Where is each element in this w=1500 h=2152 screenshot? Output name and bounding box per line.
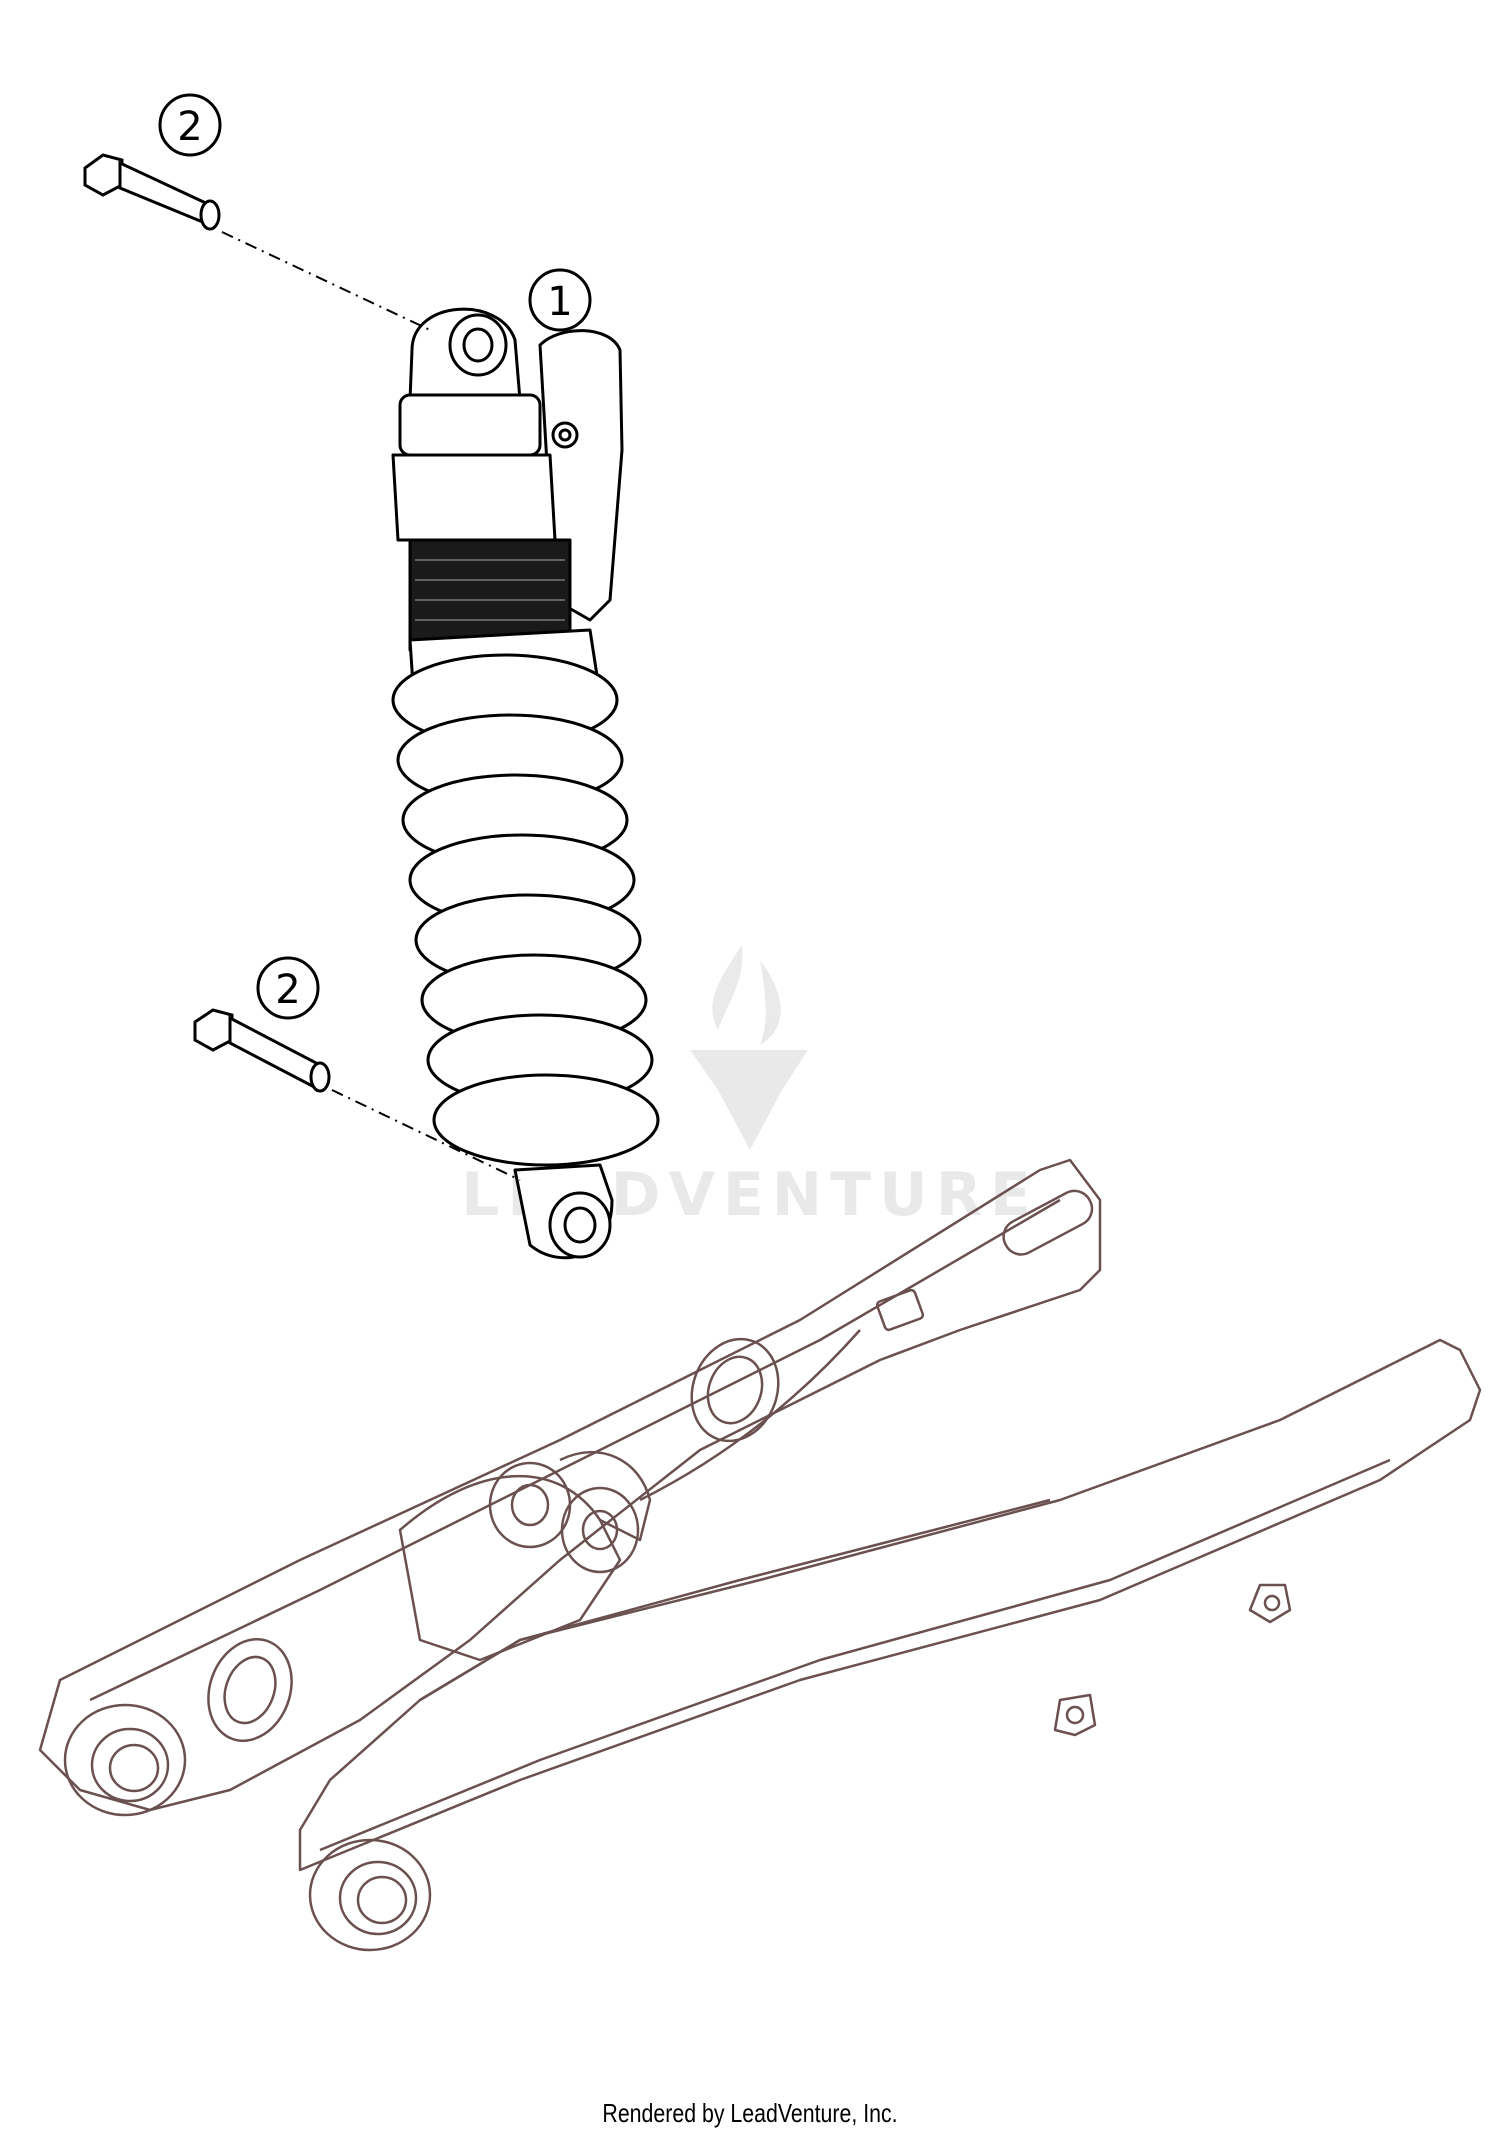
chain-guide-bracket [1053, 1693, 1097, 1737]
callout-2-bottom: 2 [256, 956, 320, 1020]
swingarm [38, 1158, 1482, 1952]
watermark-flame-icon [712, 945, 781, 1045]
mud-flap-bracket [1248, 1583, 1292, 1624]
leader-lines [221, 231, 521, 1181]
pivot-bushing-left [63, 1703, 187, 1817]
shock-absorber [391, 307, 660, 1260]
bolt-top [83, 153, 221, 231]
svg-text:2: 2 [177, 104, 202, 150]
watermark-v-icon [690, 1050, 808, 1150]
callout-2-top: 2 [158, 93, 222, 157]
pivot-bushing-right [308, 1838, 432, 1952]
callout-1: 1 [528, 268, 592, 332]
shock-mount-lug-right [560, 1486, 640, 1574]
bolt-bottom [193, 1008, 331, 1093]
svg-text:1: 1 [547, 279, 572, 325]
footer-credit: Rendered by LeadVenture, Inc. [602, 2098, 898, 2128]
coil-spring [391, 653, 660, 1167]
axle-slot [1002, 1189, 1094, 1256]
svg-text:2: 2 [275, 967, 300, 1013]
